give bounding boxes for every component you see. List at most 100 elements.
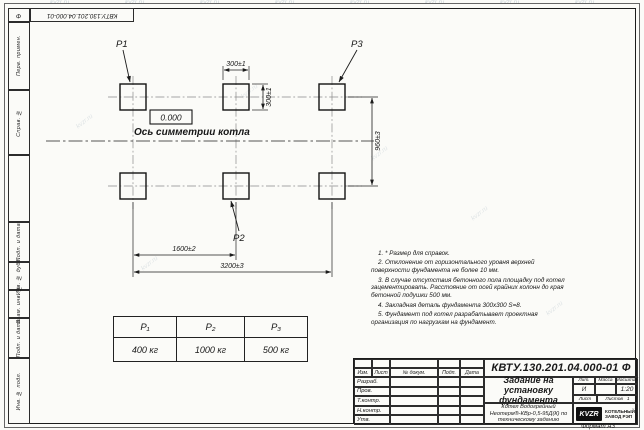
strip-vzam-inv: Взам. инв. №: [8, 285, 30, 323]
titleblock-cell: [354, 359, 372, 368]
titleblock-cell: [390, 405, 438, 416]
titleblock-sheets-cell: Листов 1: [597, 395, 638, 403]
strip-sprav-no: Справ. №: [8, 90, 30, 155]
point-label-p1: Р1: [116, 39, 128, 50]
titleblock-logo-cell: KVZR КОТЕЛЬНЫЙ ЗАВОД РЭП: [573, 403, 638, 425]
titleblock-header-docnum: № докум.: [390, 368, 438, 377]
titleblock-mass-label: Масса: [595, 377, 616, 384]
titleblock-mass-value: [595, 384, 616, 395]
leader-lines: [122, 49, 358, 232]
strip-podp-data-2: Подп. и дата: [8, 318, 30, 358]
titleblock-cell: [460, 405, 484, 416]
titleblock-cell: [460, 359, 484, 368]
top-doc-number: КВТУ.130.201.04.000-01: [46, 11, 118, 19]
format-label: Формат А3: [581, 423, 615, 430]
titleblock-doc-number: КВТУ.130.201.04.000-01 Ф: [484, 359, 638, 377]
titleblock-lit-value: И: [573, 384, 595, 395]
foundation-pad: [119, 83, 147, 111]
note-1: 1. * Размер для справок.: [378, 250, 450, 257]
dim-square-width: 300±1: [226, 61, 246, 68]
titleblock-cell: [372, 359, 390, 368]
load-table: Р₁ Р₂ Р₃ 400 кг 1000 кг 500 кг: [113, 316, 308, 362]
titleblock-sheets-value: 1: [626, 396, 630, 402]
dim-half-span: 1600±2: [172, 246, 195, 253]
strip-perv-primen: Перв. примен.: [8, 22, 30, 90]
titleblock-cell: [460, 415, 484, 425]
titleblock-cell: [438, 386, 460, 397]
strip-label: Подп. и дата: [16, 222, 22, 262]
titleblock-cell: [390, 415, 438, 425]
load-table-header: Р₁: [113, 316, 177, 338]
notes-block: 1. * Размер для справок. 2. Отклонение о…: [371, 250, 572, 328]
point-label-p3: Р3: [351, 39, 363, 50]
kvzr-logo: KVZR: [576, 407, 603, 421]
titleblock-header-list: Лист: [372, 368, 390, 377]
titleblock-cell: [438, 359, 460, 368]
note-3: 3. В случае отсутствия бетонного пола пл…: [371, 276, 565, 300]
note-4: 4. Закладная деталь фундамента 300х300 S…: [378, 301, 522, 309]
titleblock-cell: [460, 396, 484, 406]
strip-inv-podl: Инв. № подл.: [8, 358, 30, 424]
note-2: 2. Отклонение от горизонтального уровня …: [371, 259, 535, 275]
titleblock-cell: [390, 386, 438, 397]
extension-lines: [132, 66, 378, 277]
strip-label: Подп. и дата: [16, 318, 22, 358]
load-table-value: 400 кг: [113, 337, 177, 362]
titleblock-cell: [390, 377, 438, 387]
titleblock-role-nkontr: Н.контр.: [354, 405, 390, 416]
titleblock-role-tkontr: Т.контр.: [354, 396, 390, 406]
dim-row-gap: 960±3: [375, 131, 382, 151]
titleblock-cell: [438, 405, 460, 416]
titleblock-header-podp: Подп.: [438, 368, 460, 377]
sheet-outer-border: [4, 3, 640, 428]
symmetry-axis-label: Ось симметрии котла: [134, 127, 250, 138]
top-format-letter: Ф: [16, 11, 22, 19]
titleblock-cell: [460, 386, 484, 397]
load-table-header-row: Р₁ Р₂ Р₃: [113, 316, 308, 338]
elevation-value: 0.000: [160, 113, 182, 123]
dim-full-span: 3200±3: [220, 263, 243, 270]
titleblock-scale-label: Масштаб: [615, 377, 639, 384]
titleblock-cell: [390, 396, 438, 406]
titleblock-cell: [438, 396, 460, 406]
strip-label: Перв. примен.: [16, 35, 22, 77]
strip-label: Инв. № подл.: [16, 371, 22, 411]
logo-caption: КОТЕЛЬНЫЙ ЗАВОД РЭП: [605, 409, 635, 420]
foundation-pad: [222, 83, 250, 111]
titleblock-product-name: Котел Водогрейный Неотерм®-КВр-0,5-95Д(К…: [484, 403, 573, 425]
titleblock-lit-label: Лит.: [573, 377, 595, 384]
load-table-value: 1000 кг: [176, 337, 245, 362]
dimension-lines: [133, 68, 374, 274]
logo-caption-line1: КОТЕЛЬНЫЙ: [605, 408, 635, 414]
foundation-pad: [318, 172, 346, 200]
titleblock-role-prov: Пров.: [354, 386, 390, 397]
note-5: 5. Фундамент под котел разрабатывает про…: [371, 311, 538, 326]
titleblock-sheet-label: Лист: [573, 395, 597, 403]
foundation-pads: [119, 83, 346, 200]
strip-inv-dubl: Инв. № дубл.: [8, 257, 30, 295]
titleblock-scale-value: 1:20: [616, 384, 638, 395]
titleblock-cell: [438, 377, 460, 387]
top-format-letter-cell: Ф: [8, 8, 30, 22]
point-label-p2: Р2: [233, 233, 245, 244]
strip-label: Справ. №: [16, 108, 22, 137]
load-table-header: Р₂: [176, 316, 245, 338]
titleblock-cell: [438, 415, 460, 425]
load-table-value-row: 400 кг 1000 кг 500 кг: [113, 337, 308, 362]
title-block: Изм. Лист № докум. Подп. Дата КВТУ.130.2…: [353, 358, 639, 425]
top-doc-number-cell: КВТУ.130.201.04.000-01: [30, 8, 134, 22]
logo-caption-line2: ЗАВОД РЭП: [605, 414, 633, 419]
strip-podp-data-1: Подп. и дата: [8, 222, 30, 262]
titleblock-role-utv: Утв.: [354, 415, 390, 425]
load-table-header: Р₃: [244, 316, 308, 338]
load-table-value: 500 кг: [244, 337, 308, 362]
titleblock-document-title: Задание на установку фундамента: [484, 375, 573, 405]
foundation-pad: [222, 172, 250, 200]
titleblock-cell: [460, 377, 484, 387]
foundation-pad: [318, 83, 346, 111]
titleblock-header-izm: Изм.: [354, 368, 372, 377]
titleblock-sheets-label: Листов: [605, 396, 623, 402]
titleblock-header-data: Дата: [460, 368, 484, 377]
